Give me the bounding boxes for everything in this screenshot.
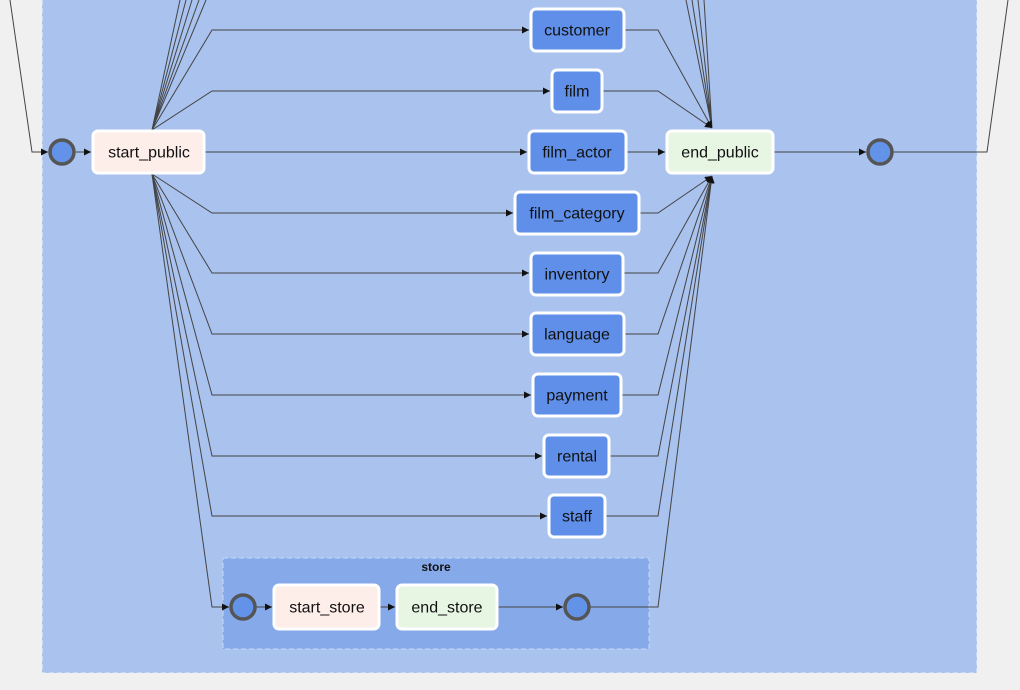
store-downstream-join-node[interactable] [563,593,591,621]
task-node-customer[interactable]: customer [529,7,626,53]
task-label: staff [562,509,593,526]
task-label: start_public [108,145,190,162]
task-label: payment [546,388,608,405]
task-label: inventory [545,267,610,284]
task-label: end_public [681,145,758,162]
task-node-film-category[interactable]: film_category [513,190,641,236]
public-upstream-join-node[interactable] [48,138,76,166]
task-node-start-public[interactable]: start_public [91,129,206,175]
task-node-start-store[interactable]: start_store [272,583,381,631]
task-label: end_store [411,600,482,617]
task-node-language[interactable]: language [529,311,626,357]
task-node-film[interactable]: film [550,68,604,114]
task-label: rental [557,449,597,466]
store-group-title: store [421,560,451,574]
public-downstream-join-node[interactable] [866,138,894,166]
task-label: film_category [529,206,624,223]
store-upstream-join-node[interactable] [229,593,257,621]
task-label: language [544,327,610,344]
task-node-end-public[interactable]: end_public [665,129,775,175]
task-node-inventory[interactable]: inventory [529,251,625,297]
edges [9,0,1009,611]
task-label: start_store [289,600,365,617]
task-label: film [565,84,590,101]
task-node-film-actor[interactable]: film_actor [527,129,628,175]
task-node-payment[interactable]: payment [531,372,623,418]
task-node-end-store[interactable]: end_store [395,583,499,631]
task-node-staff[interactable]: staff [547,493,607,539]
task-label: film_actor [542,145,612,162]
task-label: customer [544,23,610,40]
task-node-rental[interactable]: rental [542,433,611,479]
